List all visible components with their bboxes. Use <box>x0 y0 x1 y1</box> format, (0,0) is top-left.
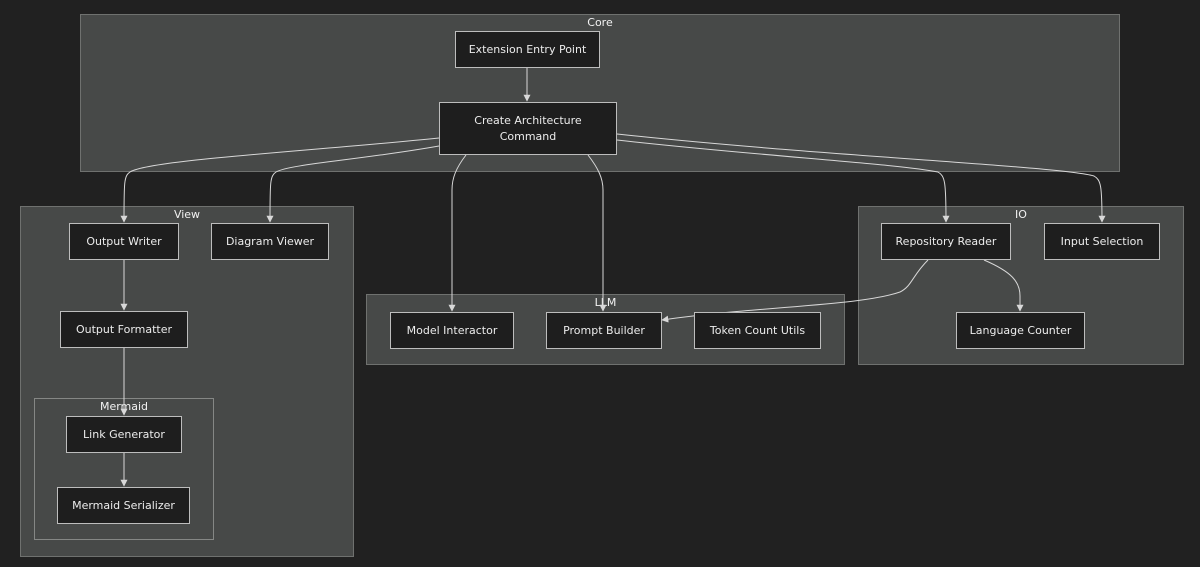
node-mermaid-serializer-label: Mermaid Serializer <box>72 498 175 512</box>
node-model-interactor[interactable]: Model Interactor <box>390 312 514 349</box>
node-link-generator[interactable]: Link Generator <box>66 416 182 453</box>
node-extension-entry-point[interactable]: Extension Entry Point <box>455 31 600 68</box>
node-prompt-builder-label: Prompt Builder <box>563 323 645 337</box>
node-mermaid-serializer[interactable]: Mermaid Serializer <box>57 487 190 524</box>
node-output-formatter[interactable]: Output Formatter <box>60 311 188 348</box>
node-repository-reader-label: Repository Reader <box>895 234 997 248</box>
edge-create-to-prompt-builder <box>587 154 607 312</box>
node-token-count-utils-label: Token Count Utils <box>709 323 806 337</box>
node-diagram-viewer[interactable]: Diagram Viewer <box>211 223 329 260</box>
node-repository-reader[interactable]: Repository Reader <box>881 223 1011 260</box>
node-language-counter-label: Language Counter <box>969 323 1072 337</box>
cluster-mermaid-title: Mermaid <box>99 400 149 413</box>
node-extension-entry-point-label: Extension Entry Point <box>468 42 587 56</box>
node-create-architecture-command-label: Create Architecture Command <box>474 113 582 143</box>
node-model-interactor-label: Model Interactor <box>406 323 498 337</box>
node-output-formatter-label: Output Formatter <box>75 322 173 336</box>
node-token-count-utils[interactable]: Token Count Utils <box>694 312 821 349</box>
node-diagram-viewer-label: Diagram Viewer <box>225 234 315 248</box>
node-output-writer[interactable]: Output Writer <box>69 223 179 260</box>
node-input-selection-label: Input Selection <box>1060 234 1144 248</box>
node-create-architecture-command[interactable]: Create Architecture Command <box>439 102 617 155</box>
edge-create-to-model-interactor <box>448 154 467 312</box>
cluster-io-title: IO <box>1015 208 1027 221</box>
node-prompt-builder[interactable]: Prompt Builder <box>546 312 662 349</box>
node-language-counter[interactable]: Language Counter <box>956 312 1085 349</box>
node-input-selection[interactable]: Input Selection <box>1044 223 1160 260</box>
node-output-writer-label: Output Writer <box>86 234 162 248</box>
cluster-view-title: View <box>173 208 201 221</box>
cluster-llm-title: LLM <box>594 296 617 309</box>
node-link-generator-label: Link Generator <box>83 427 165 441</box>
cluster-core-title: Core <box>587 16 613 29</box>
